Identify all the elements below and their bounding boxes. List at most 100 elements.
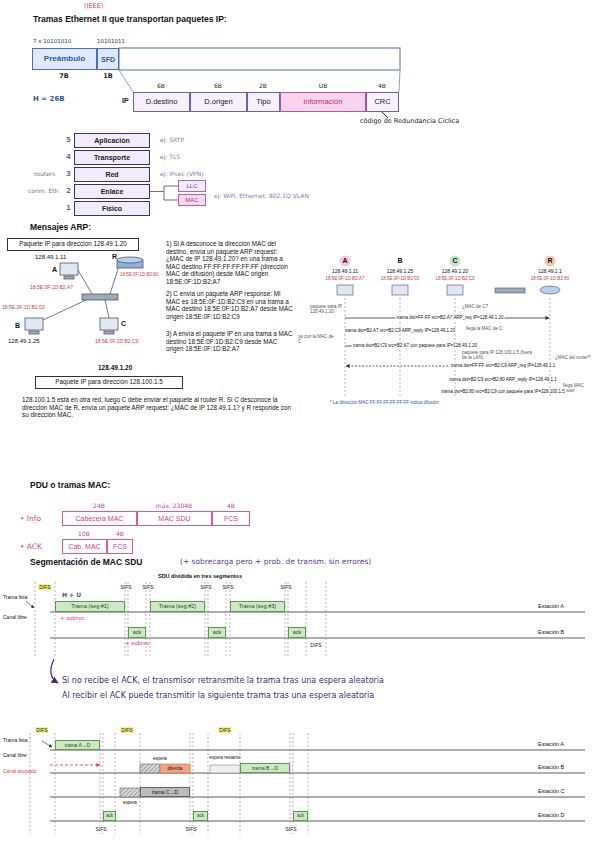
box-text: ack <box>213 630 222 636</box>
mac-address: 18:5E:0F:1D:B2:80 <box>531 276 569 281</box>
annotation: ya con la MAC de C <box>298 334 338 345</box>
host-name: R <box>112 253 117 261</box>
box-text: Físico <box>102 205 122 212</box>
mac-address: 18:5E:0F:1D:B2:03 <box>2 304 45 310</box>
box-text: Paquete IP para dirección 128.49.1.20 <box>19 241 126 247</box>
bracket-connector <box>150 186 178 192</box>
annotation: Al recibir el ACK puede transmitir la si… <box>62 691 374 701</box>
frame-field: CRC <box>366 92 399 112</box>
frame-field: D.origen <box>190 92 247 112</box>
sublayer-box: MAC <box>178 194 206 206</box>
ip-address: 128.49.1.25 <box>8 338 40 345</box>
box-text: información <box>304 98 343 106</box>
ip-address: 128.49.1.20 <box>98 364 132 372</box>
box-text: ack <box>197 814 204 819</box>
box-text: FCS <box>224 515 238 522</box>
annotation: código de Redundancia Cíclica <box>360 118 459 126</box>
dimension: 6B <box>157 82 165 89</box>
annotation: espera <box>122 800 138 805</box>
dimension: 6B <box>214 82 222 89</box>
box-text: Aplicación <box>94 137 129 144</box>
step-text: 2) C envía un paquete ARP response: Mi M… <box>166 290 294 320</box>
annotation: 10101011 <box>97 38 125 45</box>
step-text: 1) Si A desconoce la dirección MAC del d… <box>166 240 294 285</box>
annotation: Trama lista <box>3 594 28 600</box>
layer-box: Transporte <box>74 150 150 165</box>
ip-address: 128.49.1.11 <box>332 268 358 274</box>
box-text: Trama (seg #2) <box>159 604 196 610</box>
note-text: 128.100.1.5 está en otra red, luego C de… <box>22 396 297 419</box>
annotation: IP <box>122 97 129 105</box>
annotation: Trama lista <box>3 737 28 743</box>
annotation: (+ sobrecarga pero + prob. de transm. si… <box>180 557 371 566</box>
interval-label: SIFS <box>184 826 197 832</box>
annotation: ej: SRTP <box>160 136 184 143</box>
annotation: llega MAC router <box>563 383 595 394</box>
annotation: Si no recibe el ACK, el transmisor retra… <box>62 676 384 686</box>
box-text: D.origen <box>204 98 232 106</box>
interval-label: SIFS <box>94 826 107 832</box>
message-label: trama dst=B2:A7 src=B2:C9 ARP_reply IP=1… <box>344 328 456 333</box>
annotation: + sobrec. <box>60 615 86 622</box>
ip-address: 128.49.1.25 <box>387 268 413 274</box>
layer-box: Enlace <box>74 184 150 199</box>
station-label: Estación B <box>538 764 564 771</box>
sequence-illustration <box>337 256 560 398</box>
frame-block: trama A→D <box>55 740 100 750</box>
bracket-connector <box>150 192 178 201</box>
layer-number: 3 <box>66 170 71 178</box>
host-name: R <box>547 257 552 265</box>
mac-address: 18:5E:0F:1D:B2:A7 <box>326 276 365 281</box>
timing-illustration <box>30 733 585 834</box>
mac-address: 18:5E:0F:1D:B2:A7 <box>30 284 73 290</box>
payload-field: información <box>280 92 366 112</box>
message-label: trama dst=B2:C9 src=B2:A7 con paquete pa… <box>352 343 478 348</box>
section-heading: PDU o tramas MAC: <box>30 480 110 490</box>
box-text: ack <box>133 630 142 636</box>
frame-field: D.destino <box>133 92 190 112</box>
interval-label: SIFS <box>141 584 154 590</box>
host-name: B <box>15 322 20 330</box>
mac-address: 18:5E:0F:1D:B2:C9 <box>95 338 138 344</box>
ack-block: ack <box>193 811 208 821</box>
message-label: trama dst=FF:FF src=B2:C9 ARP_req IP=128… <box>450 363 557 368</box>
timing-illustration <box>26 582 585 683</box>
box-text: FCS <box>113 543 127 550</box>
annotation: Canal ocupado <box>3 768 37 774</box>
annotation: ¿MAC del router? <box>555 355 591 360</box>
station-label: Estación A <box>538 603 564 610</box>
frame-segment: Trama (seg #1) <box>55 601 125 612</box>
station-label: Estación C <box>538 788 565 795</box>
box-text: Tipo <box>256 98 270 106</box>
interval-label: SIFS <box>221 584 234 590</box>
box-text: MAC SDU <box>158 515 190 522</box>
frame-block: trama C→D <box>140 787 190 797</box>
annotation: ¿MAC de C? <box>462 304 488 309</box>
box-text: ack <box>106 814 113 819</box>
interval-label: DIFS <box>309 642 322 648</box>
station-label: Estación B <box>538 629 564 636</box>
pdu-field: Cab. MAC <box>62 539 107 554</box>
station-label: Estación D <box>538 812 565 819</box>
frame-segment: Trama (seg #2) <box>150 601 205 612</box>
box-text: Enlace <box>101 188 124 195</box>
interval-label: SIFS <box>119 584 132 590</box>
layer-number: 1 <box>66 204 71 212</box>
annotation: H + U <box>62 591 81 598</box>
annotation: (IEEE) <box>84 3 103 11</box>
preamble-field: Preámbulo <box>32 48 97 70</box>
sfd-field: SFD <box>97 48 119 70</box>
dimension: 4B <box>227 502 235 509</box>
box-text: LLC <box>186 183 197 189</box>
frame-bar <box>119 48 400 70</box>
interval-label: SIFS <box>199 584 212 590</box>
box-text: Trama (seg #1) <box>71 604 108 610</box>
box-text: Cab. MAC <box>68 543 100 550</box>
ack-block: ack <box>293 811 308 821</box>
mac-address: 18:5E:0F:1D:B2:C9 <box>435 276 474 281</box>
layer-box: Aplicación <box>74 133 150 148</box>
annotation: SDU dividida en tres segmentos <box>158 573 242 580</box>
interval-label: DIFS <box>120 727 133 733</box>
dimension: máx. 2304B <box>156 502 192 509</box>
